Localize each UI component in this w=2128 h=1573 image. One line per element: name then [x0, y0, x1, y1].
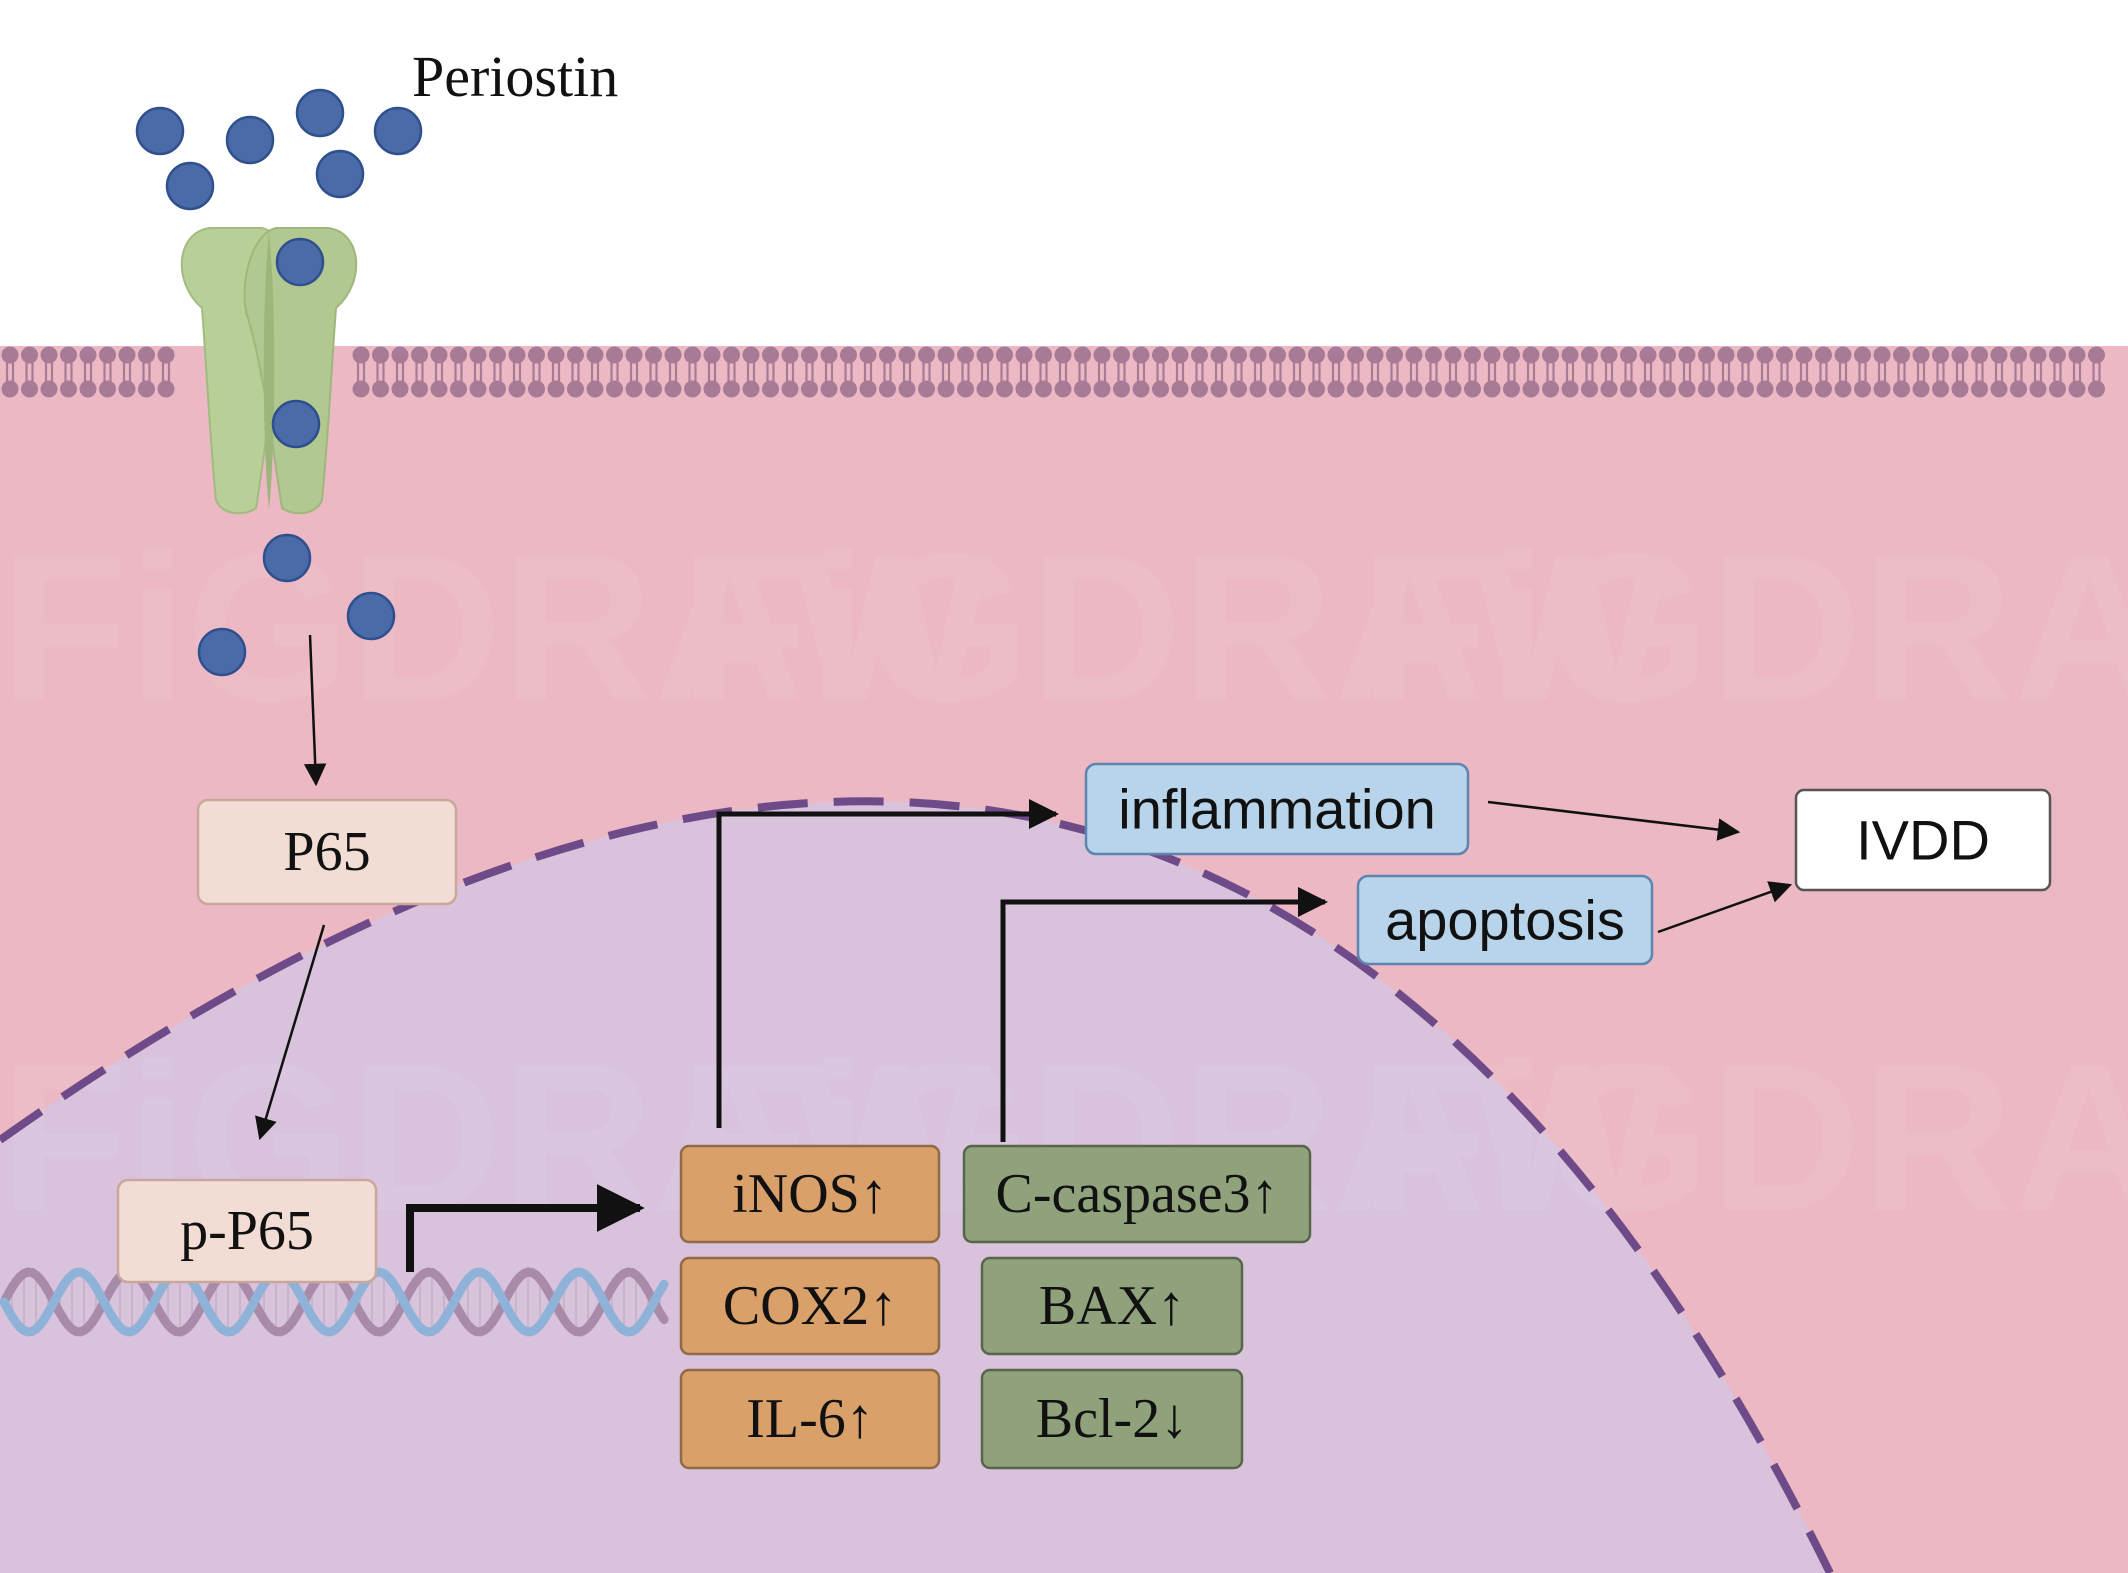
p65-node: P65: [196, 798, 458, 906]
arrow-inos-to-inflammation: [716, 799, 1059, 1128]
svg-text:FiGDRAW: FiGDRAW: [680, 510, 1672, 745]
p-p65-label: p-P65: [180, 1200, 314, 1262]
inflammatory-markers: iNOS↑ COX2↑ IL-6↑: [679, 1144, 941, 1470]
marker-il6: IL-6↑: [746, 1388, 874, 1450]
arrow-inflammation-to-ivdd: [1487, 800, 1741, 841]
arrow-periostin-to-p65: [303, 634, 327, 787]
svg-text:FiGDRAW: FiGDRAW: [1360, 510, 2128, 745]
svg-text:FiGDRAW: FiGDRAW: [1360, 0, 2128, 230]
arrow-p65-to-pp65: [255, 924, 326, 1141]
ivdd-label: IVDD: [1856, 809, 1990, 872]
marker-inos: iNOS↑: [732, 1163, 888, 1225]
arrow-apoptosis-to-ivdd: [1657, 881, 1793, 934]
marker-c-caspase3: C-caspase3↑: [995, 1163, 1278, 1225]
arrow-pp65-to-genes: [406, 1184, 645, 1272]
inflammation-node: inflammation: [1084, 762, 1470, 856]
p-p65-node: p-P65: [116, 1178, 378, 1284]
apoptosis-label: apoptosis: [1385, 889, 1625, 952]
ivdd-node: IVDD: [1794, 788, 2052, 892]
apoptosis-node: apoptosis: [1356, 874, 1654, 966]
marker-cox2: COX2↑: [723, 1275, 897, 1337]
watermark: FiGDRAW FiGDRAW FiGDRAW FiGDRAW FiGDRAW …: [0, 0, 2128, 1255]
apoptotic-markers: C-caspase3↑ BAX↑ Bcl-2↓: [962, 1144, 1312, 1470]
arrow-caspase-to-apoptosis: [1000, 887, 1328, 1142]
periostin-label: Periostin: [412, 44, 618, 109]
svg-text:FiGDRAW: FiGDRAW: [1360, 1020, 2128, 1255]
inflammation-label: inflammation: [1118, 778, 1435, 841]
periostin-molecules: [135, 88, 423, 677]
cell-membrane: [0, 346, 2128, 398]
nuclear-envelope: [0, 797, 1834, 1573]
receptor-channel-icon: [180, 227, 358, 515]
svg-text:FiGDRAW: FiGDRAW: [680, 0, 1672, 230]
svg-text:FiGDRAW: FiGDRAW: [0, 510, 992, 745]
marker-bax: BAX↑: [1039, 1275, 1185, 1337]
p65-label: P65: [283, 821, 370, 883]
marker-bcl2: Bcl-2↓: [1036, 1388, 1188, 1450]
